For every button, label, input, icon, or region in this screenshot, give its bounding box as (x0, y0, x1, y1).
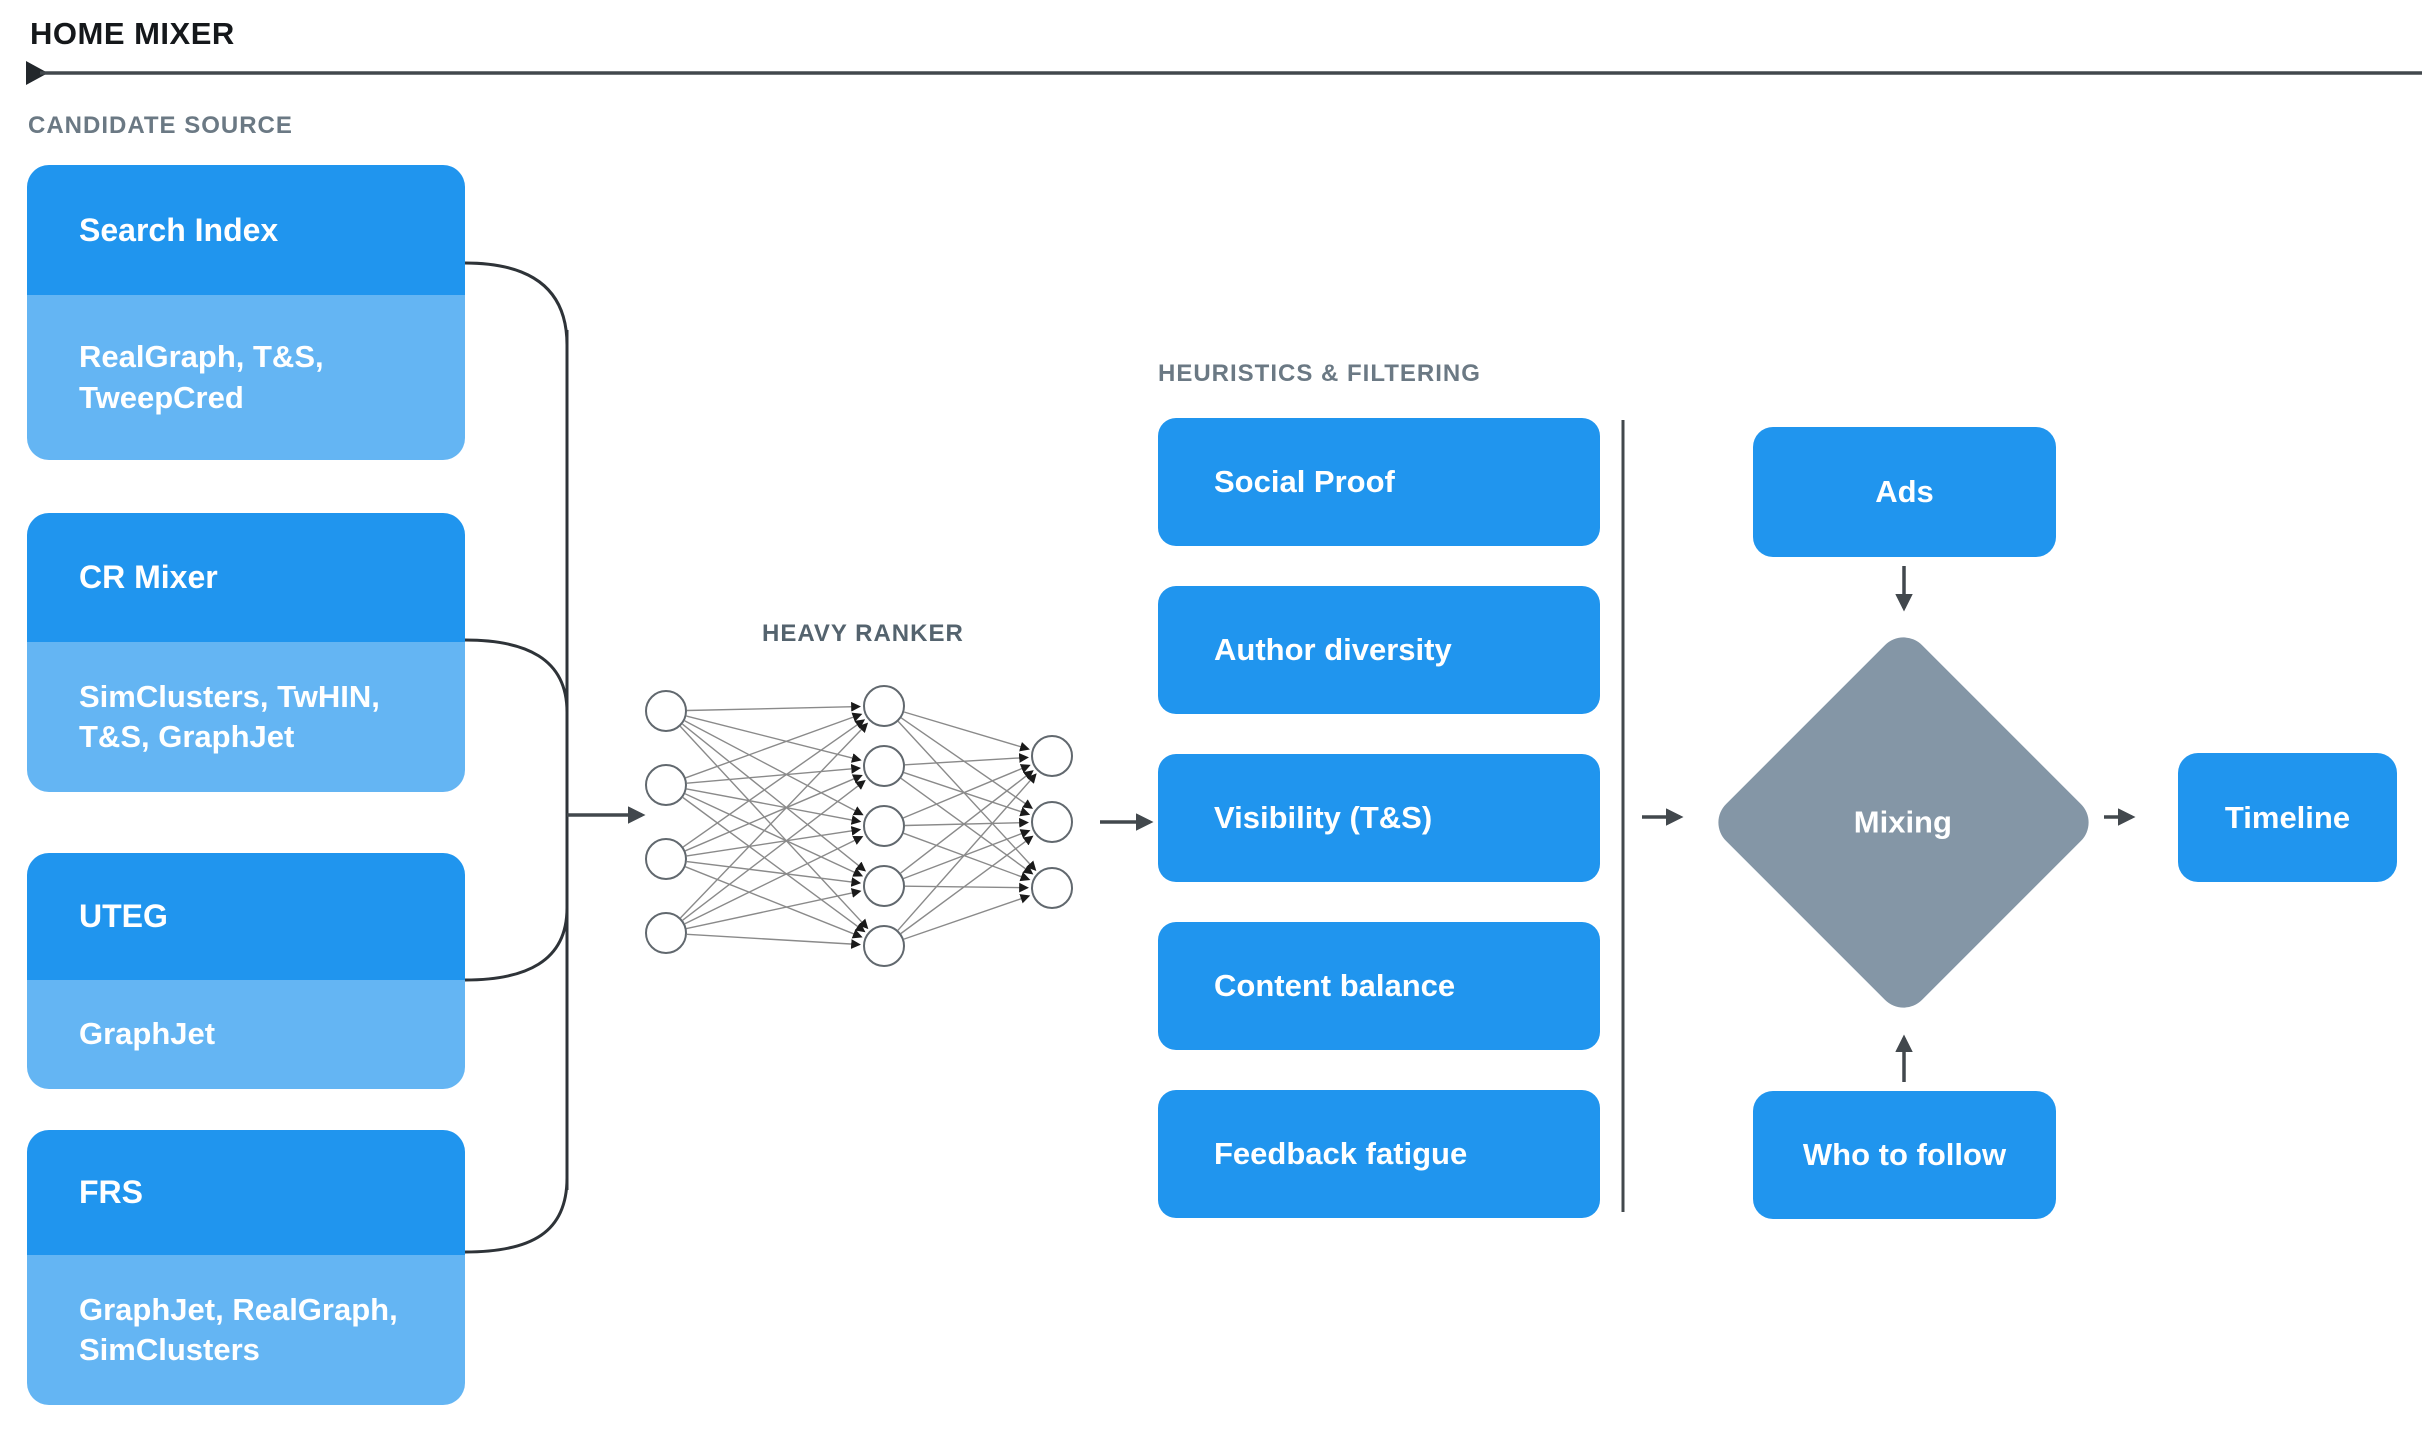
nn-edge (686, 933, 861, 949)
who-to-follow-label: Who to follow (1802, 1137, 2007, 1172)
nn-edge (903, 832, 1031, 882)
nn-edge (682, 719, 866, 848)
candidate-connectors (464, 261, 569, 1254)
nn-edge (686, 860, 862, 887)
candidate-box-title: UTEG (27, 853, 465, 980)
heuristic-box-author-diversity: Author diversity (1158, 586, 1600, 714)
connector-uteg (464, 907, 569, 982)
nn-edge (682, 796, 866, 933)
heuristic-box-title: Visibility (T&S) (1214, 800, 1433, 835)
candidate-box-subtitle: GraphJet, RealGraph, SimClusters (27, 1255, 465, 1405)
nn-edge (686, 788, 862, 825)
nn-edge (686, 763, 862, 784)
timeline-box: Timeline (2178, 753, 2397, 882)
nn-edge (897, 720, 1037, 872)
nn-edge (679, 722, 869, 919)
heuristic-box-title: Content balance (1214, 968, 1456, 1003)
ads-box: Ads (1753, 427, 2056, 557)
candidate-box-subtitle: RealGraph, T&S, TweepCred (27, 295, 465, 460)
nn-edge (904, 817, 1029, 828)
nn-edge (682, 780, 866, 921)
candidate-box-cr-mixer: CR Mixer SimClusters, TwHIN, T&S, GraphJ… (27, 513, 465, 792)
heavy-ranker-label: HEAVY RANKER (762, 620, 964, 647)
nn-edge (903, 829, 1031, 880)
candidate-box-title: Search Index (27, 165, 465, 295)
nn-node (863, 805, 905, 847)
candidate-box-search-index: Search Index RealGraph, T&S, TweepCred (27, 165, 465, 460)
nn-edge (900, 717, 1034, 809)
heuristic-box-title: Feedback fatigue (1214, 1136, 1468, 1171)
connector-search-index (464, 261, 569, 346)
nn-edge (900, 835, 1034, 935)
nn-edge (685, 712, 863, 779)
heuristic-box-visibility: Visibility (T&S) (1158, 754, 1600, 882)
nn-edge (904, 753, 1029, 766)
nn-edge (685, 866, 863, 939)
heuristics-filtering-label: HEURISTICS & FILTERING (1158, 360, 1481, 387)
nn-node (863, 685, 905, 727)
header-rule-triangle-icon (26, 61, 48, 85)
nn-edge (686, 715, 862, 763)
header-rule (26, 61, 2422, 85)
heuristic-box-social-proof: Social Proof (1158, 418, 1600, 546)
timeline-label: Timeline (2224, 799, 2351, 835)
nn-edge (900, 777, 1034, 875)
nn-node (645, 690, 687, 732)
page-title: HOME MIXER (30, 16, 235, 51)
neural-network (645, 685, 1073, 967)
nn-node (645, 838, 687, 880)
nn-edge (686, 701, 861, 712)
nn-edge (681, 723, 867, 872)
candidate-box-subtitle: SimClusters, TwHIN, T&S, GraphJet (27, 642, 465, 792)
nn-edge (679, 725, 869, 930)
nn-edge (904, 882, 1029, 893)
candidate-box-title: FRS (27, 1130, 465, 1255)
heuristic-box-title: Author diversity (1214, 632, 1452, 667)
nn-node (645, 764, 687, 806)
connector-frs (464, 1177, 569, 1254)
heuristic-box-content-balance: Content balance (1158, 922, 1600, 1050)
candidate-box-title: CR Mixer (27, 513, 465, 642)
nn-edge (686, 826, 862, 857)
heuristic-box-title: Social Proof (1214, 464, 1395, 499)
connector-cr-mixer (464, 638, 569, 713)
nn-edge (897, 773, 1037, 931)
mixing-diamond-label: Mixing (1854, 804, 1953, 840)
nn-edge (684, 836, 864, 925)
candidate-box-frs: FRS GraphJet, RealGraph, SimClusters (27, 1130, 465, 1405)
ads-box-label: Ads (1875, 474, 1934, 509)
candidate-box-subtitle: GraphJet (27, 980, 465, 1089)
nn-node (863, 925, 905, 967)
nn-edge (686, 888, 862, 930)
nn-node (1031, 735, 1073, 777)
who-to-follow-box: Who to follow (1753, 1091, 2056, 1219)
nn-edge (903, 764, 1031, 819)
candidate-box-uteg: UTEG GraphJet (27, 853, 465, 1089)
nn-node (863, 865, 905, 907)
candidate-source-label: CANDIDATE SOURCE (28, 112, 293, 139)
nn-edge (900, 770, 1034, 874)
nn-edge (685, 774, 863, 852)
nn-edge (684, 720, 864, 816)
nn-node (863, 745, 905, 787)
nn-node (1031, 867, 1073, 909)
nn-node (645, 912, 687, 954)
heuristic-box-feedback-fatigue: Feedback fatigue (1158, 1090, 1600, 1218)
nn-node (1031, 801, 1073, 843)
nn-edge (684, 793, 864, 877)
nn-edge (903, 894, 1031, 940)
nn-edge (903, 711, 1030, 752)
